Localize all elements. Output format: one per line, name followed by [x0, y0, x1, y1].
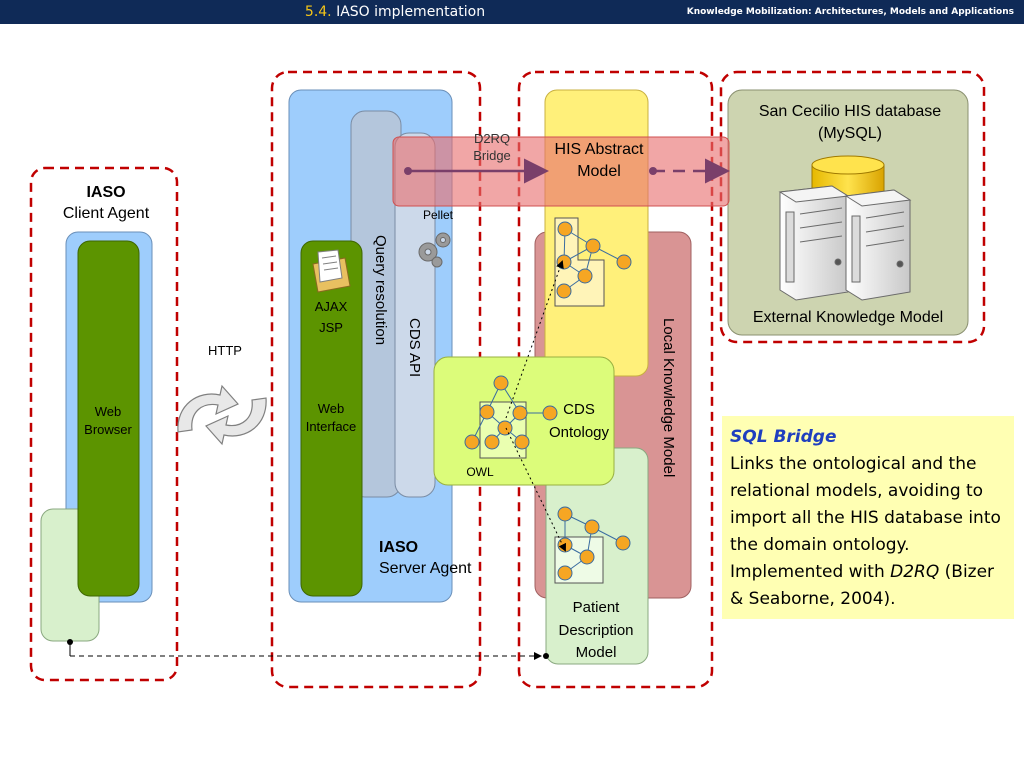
owl-label: OWL	[466, 465, 494, 479]
his-abstract-line2: Model	[577, 163, 621, 180]
note-body: Links the ontological and the relational…	[730, 451, 1008, 613]
client-agent-title: IASO	[86, 184, 125, 201]
section-number: 5.4.	[304, 4, 332, 20]
his-database-footer: External Knowledge Model	[753, 309, 943, 326]
web-interface-box	[300, 240, 363, 597]
node	[493, 375, 509, 391]
patient-description-line1: Patient	[573, 599, 621, 616]
document-folder-icon	[312, 249, 351, 293]
web-browser-label-line1: Web	[95, 404, 122, 419]
d2rq-label-line1: D2RQ	[474, 131, 510, 146]
his-abstract-line1: HIS Abstract	[555, 141, 644, 158]
slide-title: 5.4. IASO implementation	[0, 0, 790, 24]
cds-ontology-line2: Ontology	[549, 424, 610, 441]
ajax-label: AJAX	[315, 299, 348, 314]
client-agent-border	[29, 166, 179, 682]
his-database-title-line1: San Cecilio HIS database	[759, 103, 941, 120]
patient-description-line3: Model	[576, 644, 617, 661]
local-knowledge-model-label: Local Knowledge Model	[660, 318, 677, 477]
node	[616, 254, 632, 270]
node	[484, 434, 500, 450]
node	[542, 405, 558, 421]
node	[556, 254, 572, 270]
his-database-group: San Cecilio HIS database (MySQL) Externa…	[719, 70, 986, 344]
http-label: HTTP	[208, 343, 242, 358]
patient-link-dot	[543, 653, 549, 659]
patient-description-line2: Description	[558, 622, 633, 639]
section-title: IASO implementation	[336, 4, 486, 20]
cds-ontology-line1: CDS	[563, 401, 595, 418]
client-agent-group: IASO Client Agent Web Browser	[29, 166, 179, 682]
node	[557, 506, 573, 522]
server-agent-subtitle: Server Agent	[379, 560, 472, 577]
note-body-part1: Links the ontological and the relational…	[730, 454, 1001, 582]
cds-ontology-graph	[464, 375, 558, 459]
cds-api-label: CDS API	[406, 318, 423, 377]
node	[584, 519, 600, 535]
local-knowledge-border	[517, 70, 714, 689]
node	[585, 238, 601, 254]
node	[557, 221, 573, 237]
web-interface-label-line2: Interface	[306, 419, 357, 434]
pellet-label: Pellet	[423, 208, 454, 222]
node	[514, 434, 530, 450]
node	[557, 565, 573, 581]
his-ontology-graph	[554, 217, 632, 307]
gears-icon	[418, 232, 451, 268]
client-agent-subtitle: Client Agent	[63, 205, 150, 222]
node	[615, 535, 631, 551]
node	[479, 404, 495, 420]
jsp-label: JSP	[319, 320, 343, 335]
note-title: SQL Bridge	[730, 427, 837, 447]
refresh-arrows-icon	[177, 384, 267, 446]
architecture-diagram: IASO Client Agent Web Browser HTTP Query…	[29, 70, 986, 689]
d2rq-label-line2: Bridge	[473, 148, 511, 163]
server-agent-title: IASO	[379, 539, 418, 556]
server-computers-icon	[778, 185, 912, 301]
his-database-border	[719, 70, 986, 344]
sql-bridge-note: SQL Bridge Links the ontological and the…	[722, 416, 1014, 619]
cds-api-box	[394, 132, 436, 498]
node	[556, 283, 572, 299]
node	[497, 420, 513, 436]
node	[579, 549, 595, 565]
web-browser-box	[77, 240, 140, 597]
patient-ontology-graph	[554, 506, 631, 584]
local-knowledge-group: Local Knowledge Model Patient Descriptio…	[433, 70, 714, 689]
his-database-title-line2: (MySQL)	[818, 125, 882, 142]
node	[512, 405, 528, 421]
course-title: Knowledge Mobilization: Architectures, M…	[686, 7, 1014, 17]
node	[464, 434, 480, 450]
note-body-part3: (Bizer & Seaborne, 2004).	[730, 562, 995, 609]
header-bar: 5.4. IASO implementation Knowledge Mobil…	[0, 0, 1024, 24]
node	[577, 268, 593, 284]
query-resolution-label: Query resolution	[372, 235, 389, 345]
web-browser-label-line2: Browser	[84, 422, 132, 437]
web-interface-label-line1: Web	[318, 401, 345, 416]
note-body-d2rq: D2RQ	[890, 562, 940, 582]
server-agent-group: Query resolution CDS API Pellet AJAX JSP…	[270, 70, 482, 689]
